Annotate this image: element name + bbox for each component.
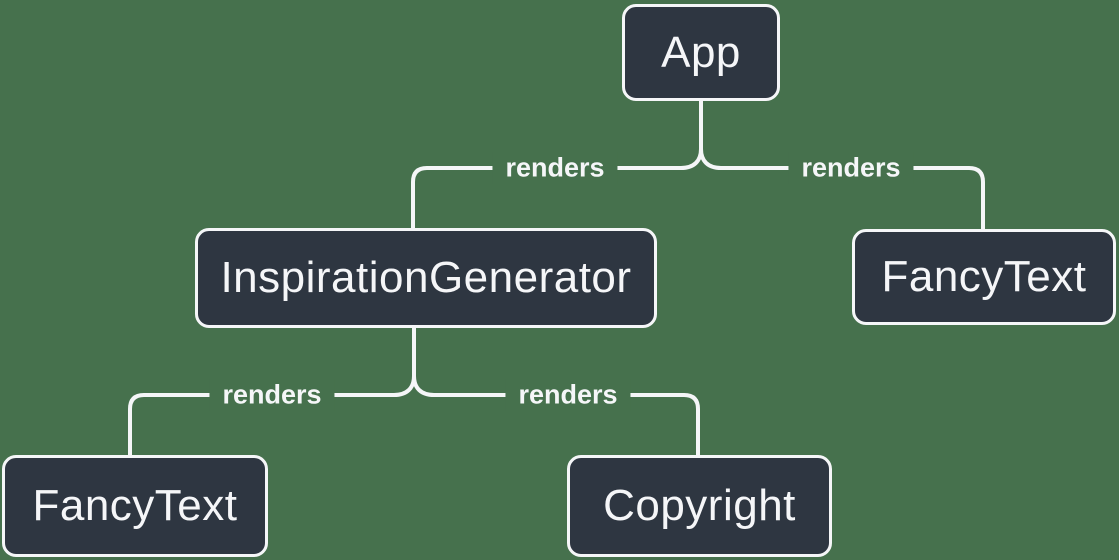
node-app-label: App — [661, 27, 741, 77]
edge-app-to-inspiration-generator — [411, 147, 703, 230]
node-inspiration-generator-label: InspirationGenerator — [220, 253, 632, 302]
node-copyright-label: Copyright — [603, 481, 796, 530]
edge-inspiration-generator-to-fancy-text-bottom — [128, 374, 416, 457]
node-fancy-text-top-label: FancyText — [881, 252, 1087, 301]
node-fancy-text-bottom-label: FancyText — [32, 481, 238, 530]
edge-app-to-fancy-text-top — [699, 147, 985, 231]
node-fancy-text-top: FancyText — [852, 229, 1116, 325]
edge-label-app-to-inspiration-generator: renders — [492, 151, 618, 185]
node-inspiration-generator: InspirationGenerator — [195, 228, 657, 328]
edge-label-inspiration-generator-to-fancy-text-bottom: renders — [209, 378, 335, 412]
edge-label-app-to-fancy-text-top: renders — [788, 151, 914, 185]
edge-label-inspiration-generator-to-copyright: renders — [505, 378, 631, 412]
node-copyright: Copyright — [567, 455, 832, 557]
edge-inspiration-generator-to-copyright — [412, 374, 700, 457]
node-app: App — [622, 4, 780, 101]
node-fancy-text-bottom: FancyText — [2, 455, 268, 557]
